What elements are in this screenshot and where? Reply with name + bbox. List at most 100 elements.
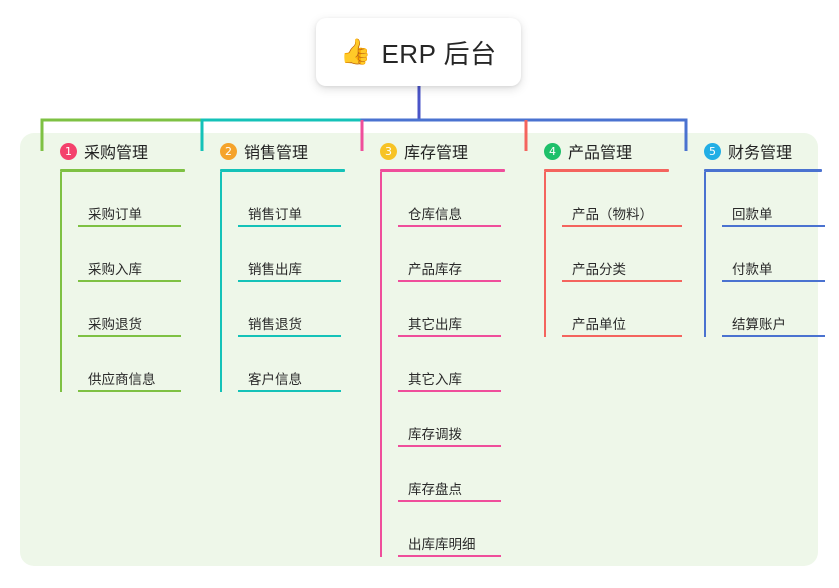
leaf-node[interactable]: 付款单 <box>722 227 839 282</box>
leaf-node-rule <box>398 280 501 282</box>
branch-rule-4 <box>544 169 669 172</box>
leaf-node[interactable]: 产品（物料） <box>562 172 684 227</box>
branch-rule-5 <box>704 169 822 172</box>
branch-badge-2: 2 <box>220 142 237 160</box>
leaf-node[interactable]: 销售退货 <box>238 282 360 337</box>
leaf-node[interactable]: 产品分类 <box>562 227 684 282</box>
branch-items-3: 仓库信息产品库存其它出库其它入库库存调拨库存盘点出库库明细 <box>380 172 520 557</box>
leaf-node-label: 采购入库 <box>88 262 142 277</box>
leaf-node-rule <box>238 225 341 227</box>
branch-spine-4 <box>544 172 546 337</box>
branch-rule-3 <box>380 169 505 172</box>
leaf-node[interactable]: 其它出库 <box>398 282 520 337</box>
leaf-node[interactable]: 结算账户 <box>722 282 839 337</box>
leaf-node[interactable]: 产品单位 <box>562 282 684 337</box>
branch-header-1[interactable]: 1 采购管理 <box>40 133 200 169</box>
branch-items-1: 采购订单采购入库采购退货供应商信息 <box>60 172 200 392</box>
leaf-node-label: 其它出库 <box>408 317 462 332</box>
leaf-node-label: 仓库信息 <box>408 207 462 222</box>
leaf-node[interactable]: 回款单 <box>722 172 839 227</box>
leaf-node[interactable]: 产品库存 <box>398 227 520 282</box>
branch-header-5[interactable]: 5 财务管理 <box>684 133 839 169</box>
leaf-node-rule <box>78 390 181 392</box>
leaf-node-label: 供应商信息 <box>88 372 156 387</box>
leaf-node-label: 采购退货 <box>88 317 142 332</box>
leaf-node-rule <box>562 225 682 227</box>
branch-column-3: 3 库存管理 仓库信息产品库存其它出库其它入库库存调拨库存盘点出库库明细 <box>360 133 520 557</box>
leaf-node[interactable]: 出库库明细 <box>398 502 520 557</box>
branch-column-1: 1 采购管理 采购订单采购入库采购退货供应商信息 <box>40 133 200 392</box>
leaf-node-rule <box>398 555 501 557</box>
branch-title-4: 产品管理 <box>568 145 633 162</box>
leaf-node[interactable]: 客户信息 <box>238 337 360 392</box>
branch-header-2[interactable]: 2 销售管理 <box>200 133 360 169</box>
branch-columns: 1 采购管理 采购订单采购入库采购退货供应商信息 2 销售管理 销售订单销售出库… <box>20 133 825 566</box>
leaf-node-rule <box>398 500 501 502</box>
leaf-node-rule <box>398 390 501 392</box>
leaf-node-rule <box>238 335 341 337</box>
leaf-node-label: 采购订单 <box>88 207 142 222</box>
branch-badge-3: 3 <box>380 142 397 160</box>
branch-spine-5 <box>704 172 706 337</box>
leaf-node-label: 销售出库 <box>248 262 302 277</box>
leaf-node-rule <box>722 335 825 337</box>
leaf-node[interactable]: 采购订单 <box>78 172 200 227</box>
leaf-node-label: 产品（物料） <box>572 207 653 222</box>
branch-rule-2 <box>220 169 345 172</box>
leaf-node[interactable]: 采购退货 <box>78 282 200 337</box>
root-node-title: ERP 后台 <box>381 38 497 69</box>
leaf-node-rule <box>722 225 825 227</box>
branch-column-5: 5 财务管理 回款单付款单结算账户 <box>684 133 839 337</box>
branch-column-4: 4 产品管理 产品（物料） 产品分类产品单位 <box>524 133 684 337</box>
branch-badge-5: 5 <box>704 142 721 160</box>
branch-header-3[interactable]: 3 库存管理 <box>360 133 520 169</box>
leaf-node-rule <box>398 335 501 337</box>
leaf-node-label: 付款单 <box>732 262 773 277</box>
branch-items-2: 销售订单销售出库销售退货客户信息 <box>220 172 360 392</box>
leaf-node-label: 库存盘点 <box>408 482 462 497</box>
leaf-node-label: 销售订单 <box>248 207 302 222</box>
leaf-node[interactable]: 供应商信息 <box>78 337 200 392</box>
leaf-node[interactable]: 销售出库 <box>238 227 360 282</box>
leaf-node-rule <box>238 280 341 282</box>
leaf-node-rule <box>562 335 682 337</box>
branch-badge-4: 4 <box>544 142 561 160</box>
leaf-node[interactable]: 库存调拨 <box>398 392 520 447</box>
branch-items-4: 产品（物料） 产品分类产品单位 <box>544 172 684 337</box>
branch-title-2: 销售管理 <box>244 145 309 162</box>
branch-spine-2 <box>220 172 222 392</box>
leaf-node-label: 结算账户 <box>732 317 786 332</box>
content-panel <box>20 133 818 566</box>
leaf-node-rule <box>722 280 825 282</box>
leaf-node-rule <box>78 280 181 282</box>
branch-items-5: 回款单付款单结算账户 <box>704 172 839 337</box>
branch-header-4[interactable]: 4 产品管理 <box>524 133 684 169</box>
leaf-node-label: 其它入库 <box>408 372 462 387</box>
leaf-node[interactable]: 其它入库 <box>398 337 520 392</box>
branch-spine-1 <box>60 172 62 392</box>
leaf-node-rule <box>78 335 181 337</box>
branch-title-1: 采购管理 <box>84 145 149 162</box>
thumbs-up-icon: 👍 <box>340 37 372 66</box>
leaf-node-rule <box>398 445 501 447</box>
leaf-node-rule <box>398 225 501 227</box>
leaf-node[interactable]: 采购入库 <box>78 227 200 282</box>
leaf-node[interactable]: 销售订单 <box>238 172 360 227</box>
branch-rule-1 <box>60 169 185 172</box>
leaf-node-label: 产品分类 <box>572 262 626 277</box>
leaf-node-rule <box>562 280 682 282</box>
leaf-node-label: 出库库明细 <box>408 537 476 552</box>
leaf-node-label: 产品库存 <box>408 262 462 277</box>
root-node-card[interactable]: 👍 ERP 后台 <box>316 18 521 86</box>
branch-badge-1: 1 <box>60 142 77 160</box>
leaf-node-rule <box>78 225 181 227</box>
leaf-node[interactable]: 仓库信息 <box>398 172 520 227</box>
branch-title-3: 库存管理 <box>404 145 469 162</box>
leaf-node-label: 产品单位 <box>572 317 626 332</box>
leaf-node-label: 回款单 <box>732 207 773 222</box>
leaf-node[interactable]: 库存盘点 <box>398 447 520 502</box>
leaf-node-rule <box>238 390 341 392</box>
leaf-node-label: 库存调拨 <box>408 427 462 442</box>
